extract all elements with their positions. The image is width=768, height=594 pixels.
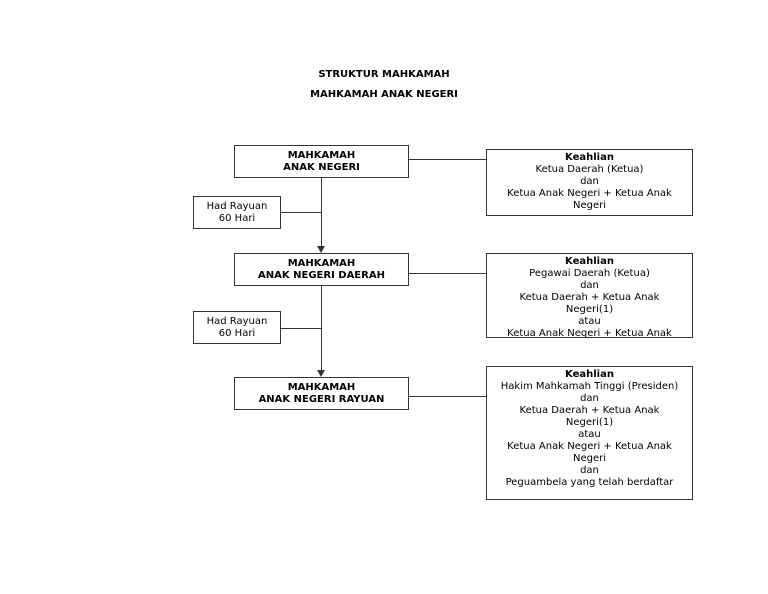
keahlian-line: atau	[578, 429, 601, 440]
court-label: ANAK NEGERI DAERAH	[258, 269, 385, 281]
appeal-label: Had Rayuan	[206, 316, 268, 327]
court-label: ANAK NEGERI RAYUAN	[258, 393, 385, 405]
appeal-label: 60 Hari	[218, 328, 256, 339]
keahlian-line: Ketua Anak Negeri + Ketua Anak	[507, 188, 672, 199]
court-label: MAHKAMAH	[287, 257, 356, 269]
arrow-down-icon	[317, 370, 325, 377]
court-label: ANAK NEGERI	[283, 161, 360, 173]
keahlian-line: Pegawai Daerah (Ketua)	[529, 268, 650, 279]
connector-line	[409, 273, 486, 274]
keahlian-line: Negeri(1)	[565, 304, 614, 315]
keahlian-line: atau	[578, 316, 601, 327]
court-box-anak-negeri-rayuan: MAHKAMAH ANAK NEGERI RAYUAN	[234, 377, 409, 410]
keahlian-line: Negeri	[572, 200, 607, 211]
keahlian-line: dan	[580, 280, 599, 291]
keahlian-heading: Keahlian	[565, 152, 614, 163]
connector-line	[321, 178, 322, 246]
appeal-label: 60 Hari	[218, 213, 256, 224]
court-box-anak-negeri: MAHKAMAH ANAK NEGERI	[234, 145, 409, 178]
connector-line	[321, 285, 322, 370]
keahlian-line: Ketua Daerah (Ketua)	[535, 164, 644, 175]
keahlian-line: dan	[580, 393, 599, 404]
appeal-label: Had Rayuan	[206, 201, 268, 212]
keahlian-line: Hakim Mahkamah Tinggi (Presiden)	[500, 381, 679, 392]
appeal-limit-box: Had Rayuan 60 Hari	[193, 196, 281, 229]
court-box-anak-negeri-daerah: MAHKAMAH ANAK NEGERI DAERAH	[234, 253, 409, 286]
keahlian-line: dan	[580, 465, 599, 476]
arrow-down-icon	[317, 246, 325, 253]
connector-line	[409, 159, 486, 160]
keahlian-line: Peguambela yang telah berdaftar	[505, 477, 674, 488]
court-label: MAHKAMAH	[287, 149, 356, 161]
keahlian-line: Ketua Daerah + Ketua Anak	[519, 292, 660, 303]
appeal-limit-box: Had Rayuan 60 Hari	[193, 311, 281, 344]
keahlian-heading: Keahlian	[565, 369, 614, 380]
keahlian-line: Ketua Anak Negeri + Ketua Anak	[507, 441, 672, 452]
keahlian-line: Negeri(1)	[565, 417, 614, 428]
keahlian-line: Negeri	[572, 453, 607, 464]
keahlian-heading: Keahlian	[565, 256, 614, 267]
keahlian-line: Ketua Anak Negeri + Ketua Anak	[507, 328, 672, 338]
connector-line	[280, 328, 321, 329]
connector-line	[409, 396, 486, 397]
connector-line	[280, 212, 321, 213]
keahlian-line: dan	[580, 176, 599, 187]
keahlian-line: Ketua Daerah + Ketua Anak	[519, 405, 660, 416]
diagram-subtitle: MAHKAMAH ANAK NEGERI	[310, 89, 458, 100]
court-label: MAHKAMAH	[287, 381, 356, 393]
diagram-title: STRUKTUR MAHKAMAH	[318, 69, 450, 80]
